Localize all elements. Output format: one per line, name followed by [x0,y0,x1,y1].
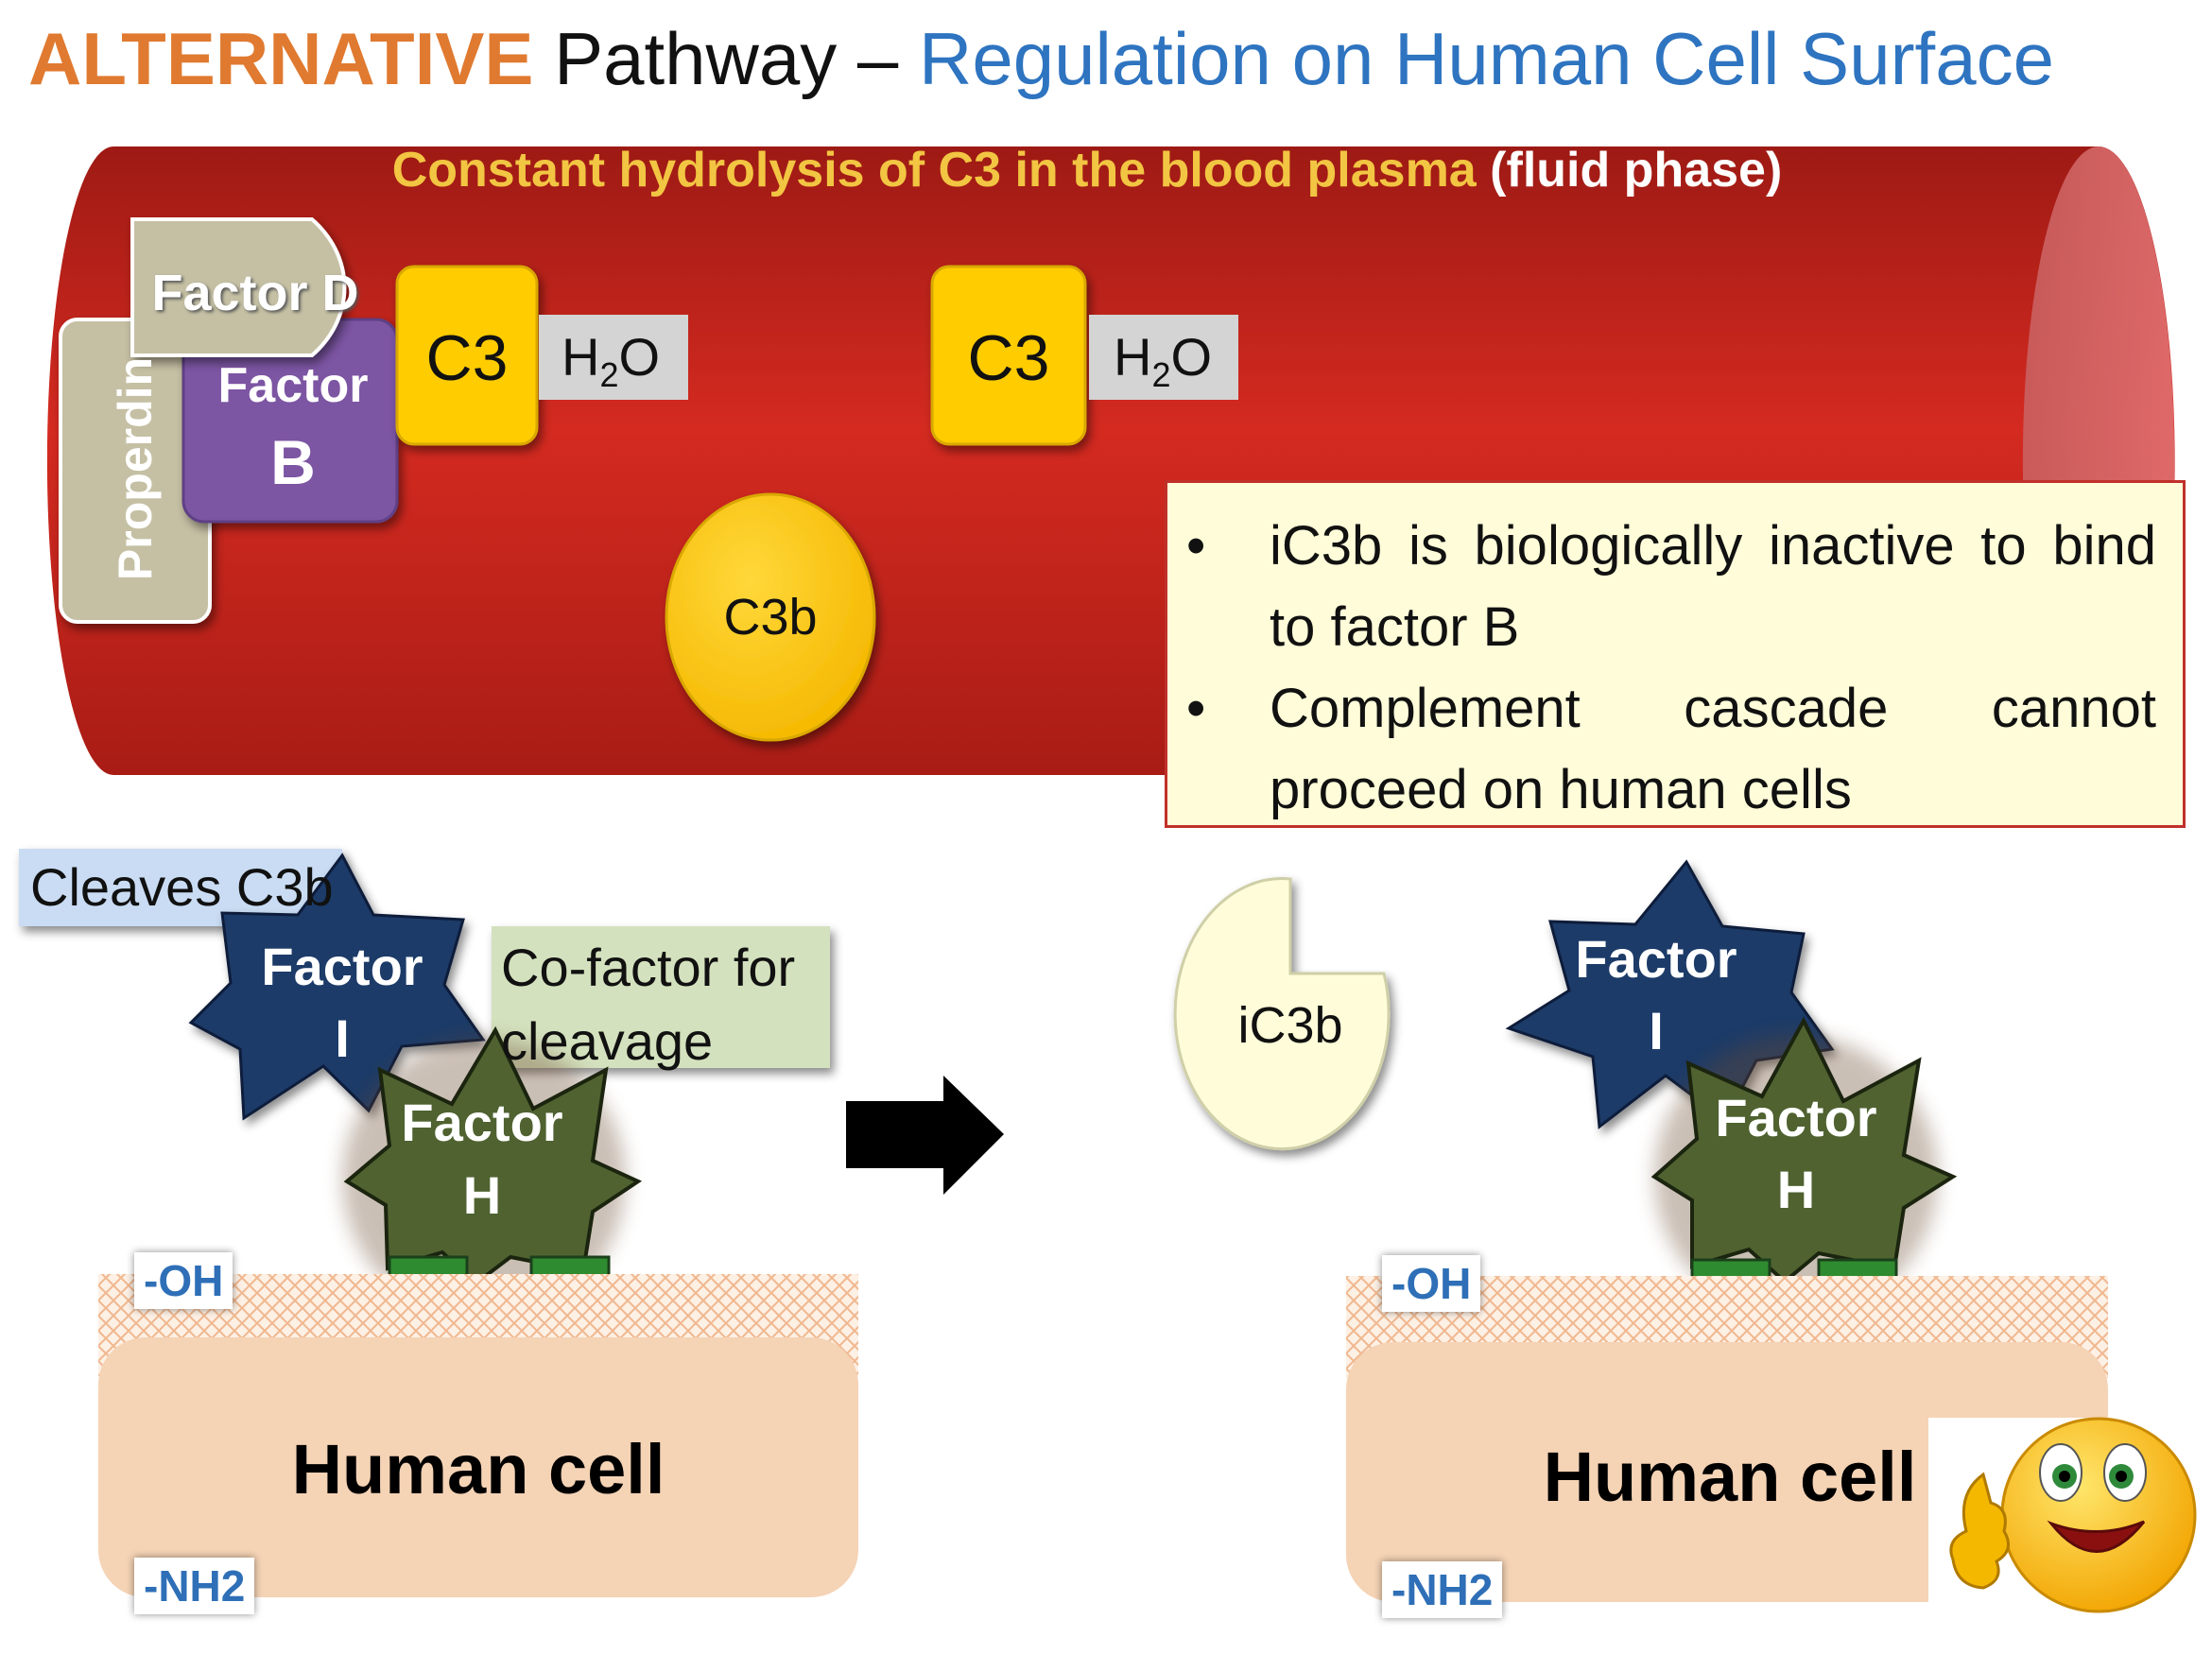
h2o-left-o: O [618,327,661,387]
factor-d-shape [130,217,347,357]
h2o-right-box [1089,315,1238,400]
properdin-label: Properdin [109,356,162,581]
cofactor-label: Co-factor for cleavage [501,938,796,1071]
oh-tag-left: -OH [134,1252,233,1309]
factor-h-left-label-line1: Factor [401,1093,563,1152]
h2o-right-h: H [1114,327,1152,387]
cleaves-c3b-label: Cleaves C3b [30,857,334,917]
human-cell-left-label: Human cell [291,1430,665,1508]
factor-d-label: Factor D [151,265,359,321]
factor-b-label-line1: Factor [217,358,369,413]
cofactor-callout-bg [492,926,830,1068]
c3-right-label: C3 [967,322,1050,394]
h2o-left-label: H2O [562,327,660,405]
note-item: iC3b is biologically inactive to bind to… [1186,506,2156,668]
c3-right-shape [930,265,1087,446]
h2o-left-sub: 2 [599,355,619,395]
c3b-label: C3b [723,589,818,646]
factor-i-right-label-line2: I [1649,1001,1664,1060]
smiley-thumbs-up-icon [1949,1417,2197,1613]
c3-left-label: C3 [425,322,509,394]
title-alternative: ALTERNATIVE [28,17,534,100]
factor-i-left-label-line2: I [335,1008,350,1068]
notes-box: iC3b is biologically inactive to bind to… [1165,480,2186,828]
h2o-left-box [539,315,688,400]
factor-h-right-label-line1: Factor [1715,1088,1877,1147]
c3-left-shape [395,265,539,446]
nh2-tag-left: -NH2 [134,1558,255,1614]
human-cell-right [1346,1276,2108,1605]
human-cell-right-label: Human cell [1543,1438,1917,1516]
vessel-caption-main: Constant hydrolysis of C3 in the blood p… [391,143,1477,198]
factor-h-left-label-line2: H [462,1165,502,1225]
ic3b-shape [1173,877,1391,1151]
h2o-right-o: O [1170,327,1213,387]
note-item: Complement cascade cannot proceed on hum… [1186,668,2156,831]
ic3b-label: iC3b [1237,997,1343,1054]
title-pathway: Pathway – [533,17,919,100]
c3b-shape [665,492,876,742]
h2o-right-sub: 2 [1151,355,1171,395]
factor-i-left-star [188,853,486,1121]
title-regulation: Regulation on Human Cell Surface [918,17,2054,100]
oh-tag-right: -OH [1382,1255,1481,1312]
factor-i-right-label-line1: Factor [1575,929,1737,989]
nh2-tag-right: -NH2 [1382,1561,1503,1618]
factor-h-right [1650,1016,1958,1318]
vessel-caption-phase: (fluid phase) [1476,143,1783,198]
h2o-left-h: H [562,327,600,387]
right-arrow-icon [846,1076,1004,1195]
factor-h-right-label-line2: H [1776,1160,1816,1219]
h2o-right-label: H2O [1114,327,1212,405]
page-title: ALTERNATIVE Pathway – Regulation on Huma… [28,11,2054,106]
factor-i-left-label-line1: Factor [261,937,423,996]
vessel-caption: Constant hydrolysis of C3 in the blood p… [0,142,2174,198]
factor-h-left [342,1025,643,1321]
factor-b-label-line2: B [270,427,316,497]
notes-list: iC3b is biologically inactive to bind to… [1186,506,2156,831]
